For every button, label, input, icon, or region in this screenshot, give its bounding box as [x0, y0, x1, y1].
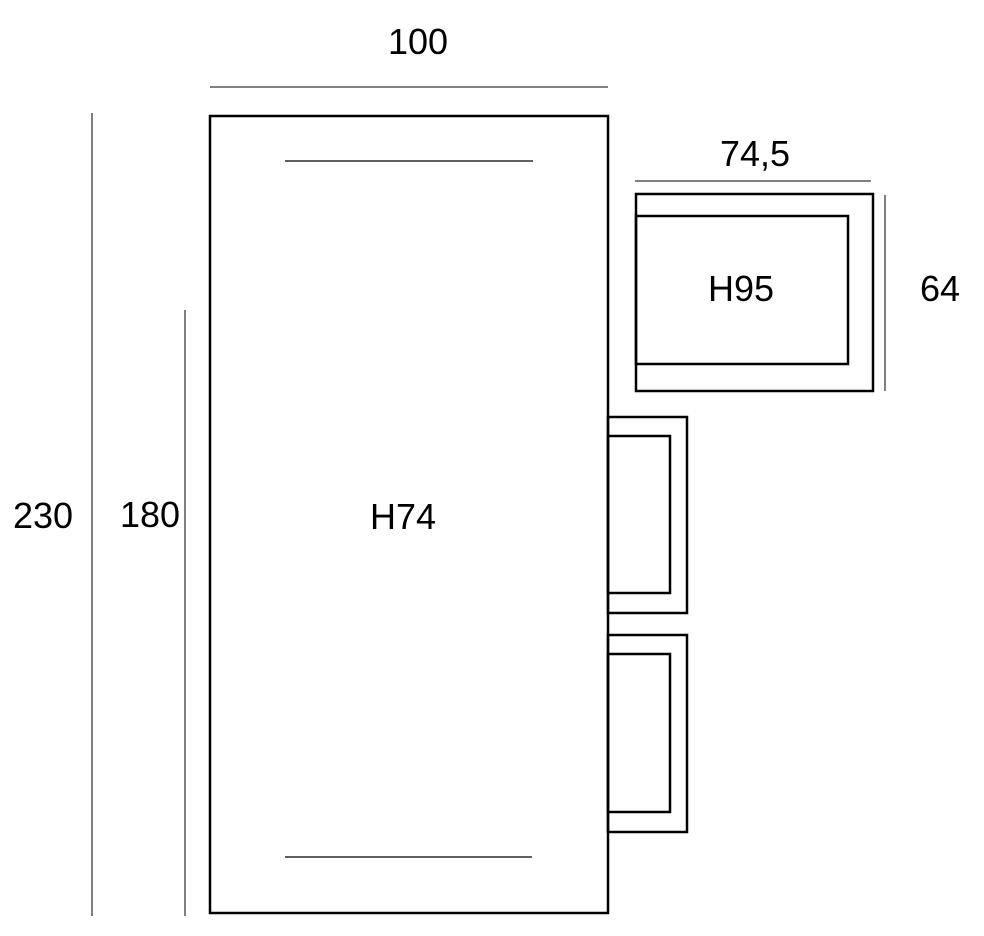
label-cabinet-width: 74,5	[720, 133, 790, 174]
chair-top-outer	[606, 415, 689, 615]
chair-top-inner	[606, 434, 672, 595]
height-labels: H74 H95	[370, 268, 774, 537]
dimension-lines	[91, 86, 886, 916]
cabinet	[634, 192, 875, 393]
label-table-length: 180	[120, 494, 180, 535]
chair-top	[606, 415, 689, 615]
chair-bottom	[606, 633, 689, 834]
label-cabinet-depth: 64	[920, 268, 960, 309]
label-cabinet-height: H95	[708, 268, 774, 309]
label-table-width: 100	[388, 21, 448, 62]
chair-bottom-outer	[606, 633, 689, 834]
chair-bottom-inner	[606, 652, 672, 814]
dimension-labels: 100 230 180 74,5 64	[13, 21, 960, 536]
cabinet-inner	[634, 214, 850, 366]
chairs	[606, 415, 689, 834]
label-total-length: 230	[13, 495, 73, 536]
label-table-height: H74	[370, 496, 436, 537]
